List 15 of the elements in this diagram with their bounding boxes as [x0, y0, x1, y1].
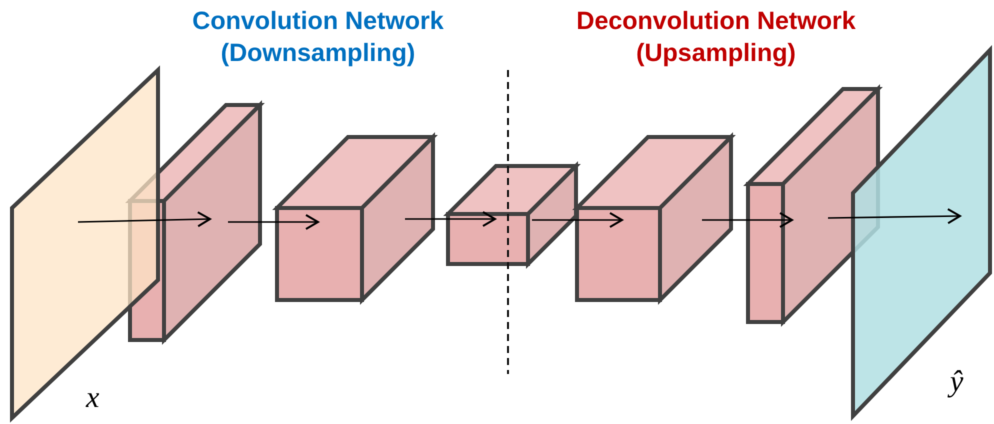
math-symbol: ŷ: [950, 366, 964, 398]
arrow: [532, 212, 623, 228]
arrow: [78, 211, 211, 228]
feature-map-cuboid: [274, 134, 436, 303]
arrow: [702, 212, 793, 228]
section-heading: Deconvolution Network (Upsampling): [575, 6, 857, 69]
arrow: [228, 214, 319, 230]
image-plane: [9, 67, 161, 421]
feature-map-cuboid: [574, 134, 734, 303]
image-plane: [850, 47, 993, 419]
arrow: [405, 211, 496, 227]
section-heading: Convolution Network (Downsampling): [191, 6, 445, 69]
feature-map-cuboid: [445, 163, 579, 267]
math-symbol: x: [86, 382, 100, 414]
arrow: [828, 208, 961, 224]
